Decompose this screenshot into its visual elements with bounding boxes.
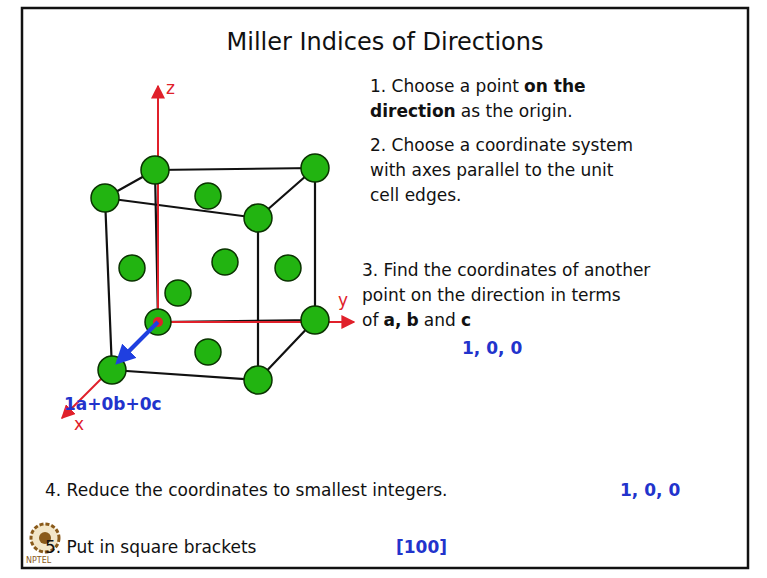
step-text-block: 2. Choose a coordinate system with axes … [370, 133, 645, 208]
step-text: a [383, 310, 394, 330]
logo-text-block: NPTEL [26, 556, 86, 566]
axis-label: y [338, 290, 348, 310]
step-text-block: 3. Find the coordinates of another point… [362, 258, 662, 333]
cube-edges [105, 168, 315, 380]
atoms [91, 154, 329, 394]
logo-text: NPTEL [26, 556, 51, 565]
miller-index: [100] [396, 537, 447, 557]
miller-index-block: [100] [396, 535, 496, 560]
axis-label: z [166, 78, 175, 98]
step-text-block: 5. Put in square brackets [45, 535, 385, 560]
coordinate-value-block: 1, 0, 0 [462, 336, 582, 361]
step-text-block: 1. Choose a pointon the directionas the … [370, 74, 655, 124]
vector-expression-block: 1a+0b+0c [64, 392, 204, 417]
vector-expression: 1a+0b+0c [64, 394, 162, 414]
coordinate-value: 1, 0, 0 [620, 480, 680, 500]
step-text: as the origin. [461, 101, 573, 121]
step-text: 2. Choose a coordinate system with axes … [370, 135, 633, 205]
step-text: and [424, 310, 456, 330]
axis-label-block: z [166, 76, 196, 101]
step-text: , [395, 310, 401, 330]
step-text: c [461, 310, 471, 330]
direction-arrow [118, 322, 158, 362]
coordinate-value: 1, 0, 0 [462, 338, 522, 358]
axis-label-block: x [74, 412, 104, 437]
axis-label: x [74, 414, 84, 434]
step-text: b [407, 310, 419, 330]
step-text: 3. Find the coordinates of another point… [362, 260, 650, 330]
step-text-block: 4. Reduce the coordinates to smallest in… [45, 478, 565, 503]
step-text: 1. Choose a point [370, 76, 519, 96]
step-text: 4. Reduce the coordinates to smallest in… [45, 480, 447, 500]
slide-title: Miller Indices of Directions [22, 28, 748, 56]
axes [62, 86, 354, 418]
step-text: 5. Put in square brackets [45, 537, 256, 557]
coordinate-value-block: 1, 0, 0 [620, 478, 730, 503]
slide-frame [22, 8, 748, 568]
